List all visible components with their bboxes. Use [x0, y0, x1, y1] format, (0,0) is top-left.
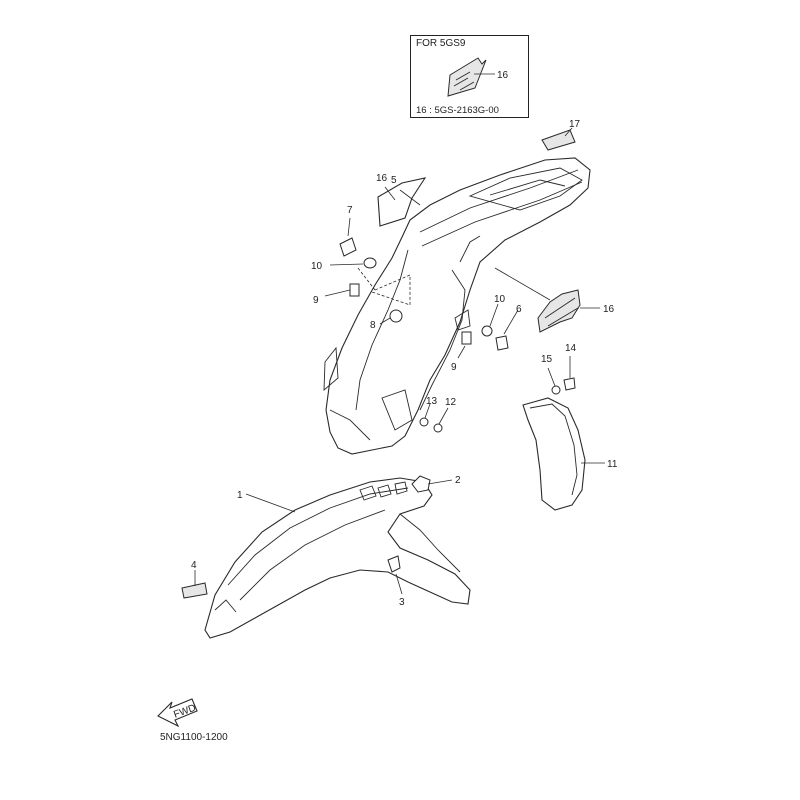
rear-fender	[323, 157, 591, 455]
label-17: 17	[569, 119, 581, 130]
label-11: 11	[607, 459, 618, 470]
label-14: 14	[565, 343, 577, 354]
label-16-right: 16	[603, 304, 615, 315]
part-17-decal	[541, 127, 576, 151]
inset-label-16: 16	[497, 70, 509, 81]
callout-labels: 1 2 3 4 5 6 7 8 9 9 10 10 11 12 13 14 15…	[191, 119, 618, 608]
label-15: 15	[541, 354, 553, 365]
front-hardware	[387, 475, 453, 595]
label-2: 2	[455, 475, 461, 486]
part-16-decal-right	[537, 289, 600, 333]
mudflap-fasteners	[547, 356, 576, 395]
part-4-decal	[181, 570, 208, 599]
label-1: 1	[237, 490, 243, 501]
label-3: 3	[399, 597, 405, 608]
label-8: 8	[370, 320, 376, 331]
fwd-arrow: FWD	[157, 698, 198, 728]
label-16-left: 16	[376, 173, 388, 184]
label-10-right: 10	[494, 294, 506, 305]
label-12: 12	[445, 397, 457, 408]
inset-part-note: 16 : 5GS-2163G-00	[416, 105, 499, 116]
label-5: 5	[391, 175, 397, 186]
label-9-right: 9	[451, 362, 457, 373]
part-16-decal-left	[377, 177, 427, 227]
label-13: 13	[426, 396, 438, 407]
label-6: 6	[516, 304, 522, 315]
part-11-mudflap	[522, 397, 605, 511]
label-4: 4	[191, 560, 197, 571]
front-fender	[204, 477, 471, 639]
diagram-code: 5NG1100-1200	[160, 732, 228, 743]
rear-hardware	[324, 189, 551, 433]
label-7: 7	[347, 205, 353, 216]
inset-title: FOR 5GS9	[416, 38, 466, 49]
label-10-left: 10	[311, 261, 323, 272]
inset-decal: 16	[447, 57, 509, 97]
label-9-left: 9	[313, 295, 319, 306]
